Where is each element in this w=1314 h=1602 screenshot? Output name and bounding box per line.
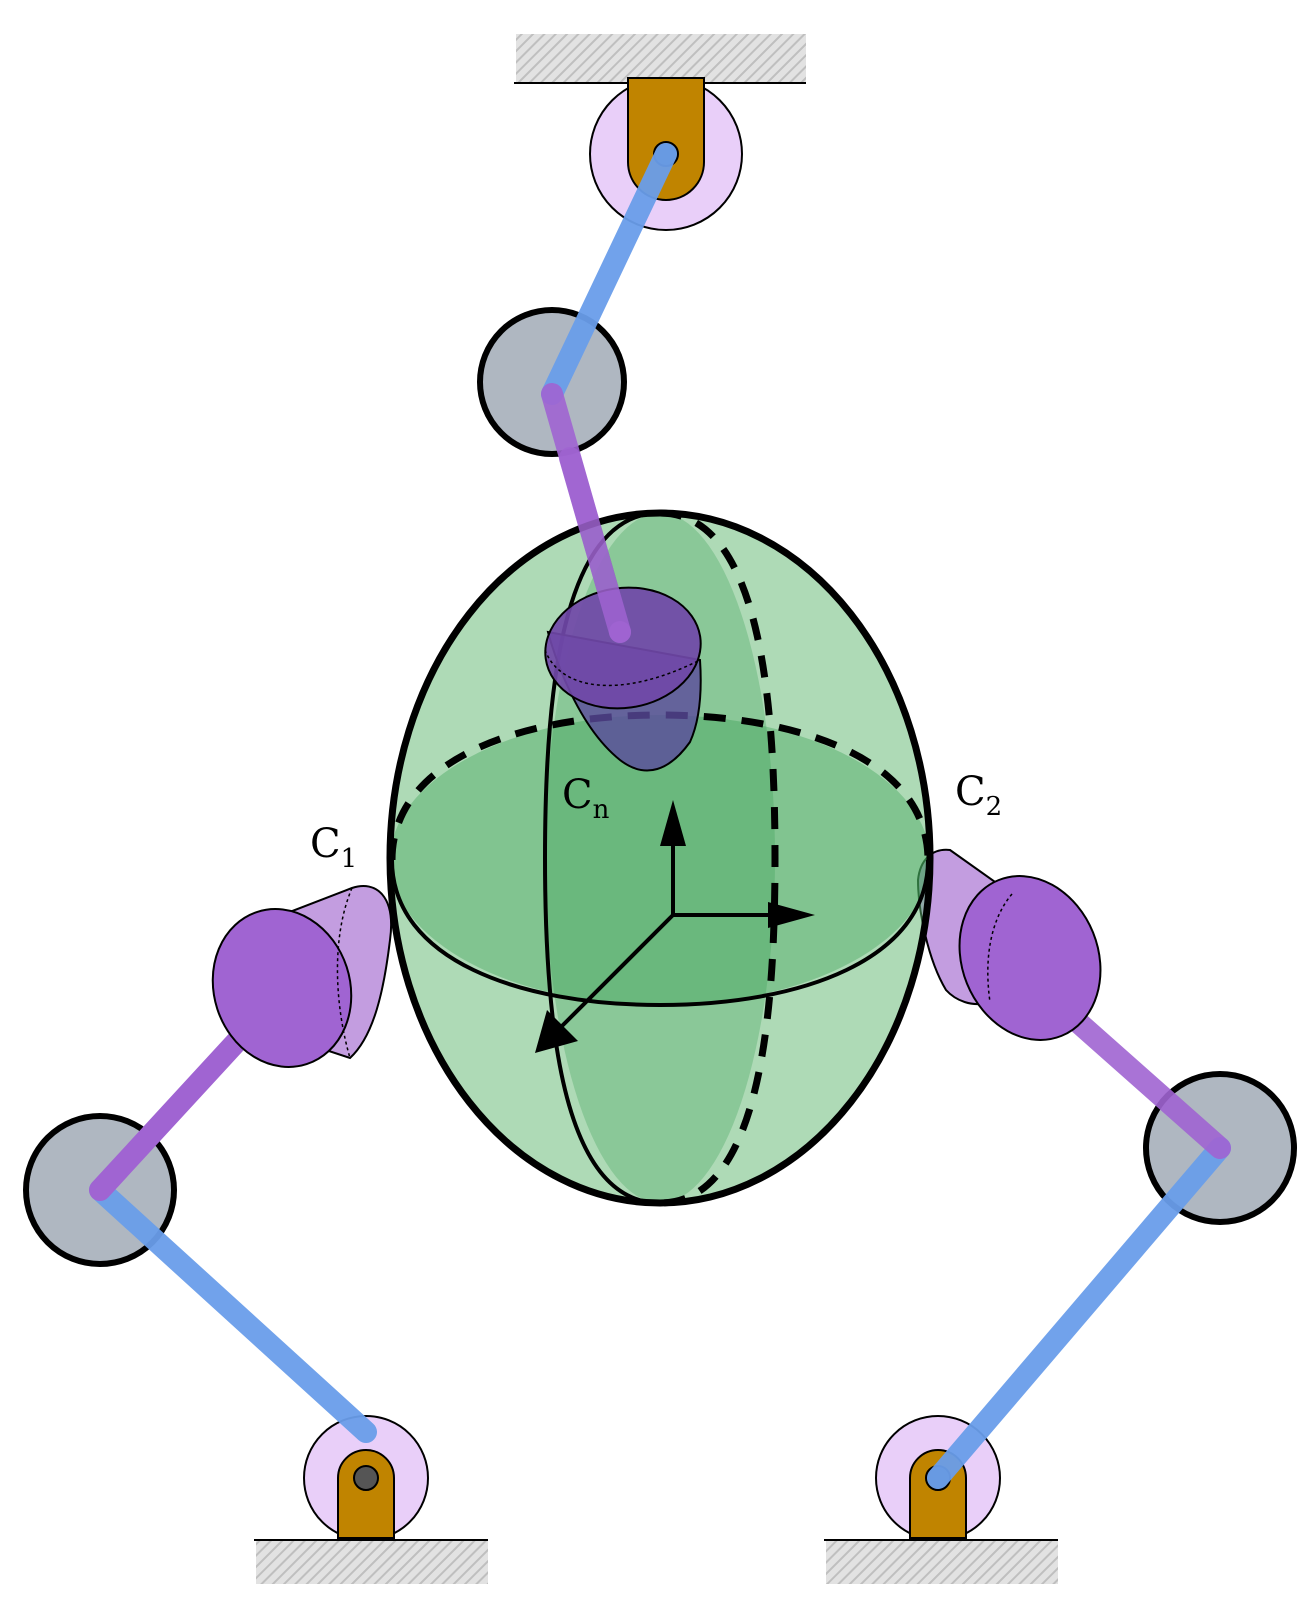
ground-top <box>514 34 806 84</box>
lower-link <box>1051 997 1231 1159</box>
label-c2: C2 <box>955 769 1002 822</box>
finger-right <box>927 997 1231 1489</box>
upper-link <box>927 1137 1231 1489</box>
hatched-ground-icon <box>516 34 806 82</box>
contact-cone-c1 <box>211 885 393 1068</box>
pivot-bracket-icon <box>627 77 705 201</box>
pivot-bracket-icon <box>337 1449 395 1539</box>
upper-link <box>541 143 677 405</box>
label-c1: C1 <box>310 821 357 874</box>
label-cn: Cn <box>562 772 610 825</box>
hatched-ground-icon <box>256 1540 488 1584</box>
meridian-front <box>542 511 661 1205</box>
equator-back <box>388 711 932 861</box>
equator-front <box>390 859 930 1008</box>
meridian-back <box>659 509 779 1207</box>
finger-left <box>89 1003 377 1443</box>
hatched-ground-icon <box>826 1540 1058 1584</box>
base-pivot-left <box>303 1415 429 1541</box>
contact-cone-cn <box>544 586 702 772</box>
ground-bottom-right <box>824 1539 1058 1584</box>
body-outline <box>386 509 934 1207</box>
lower-link-overlay <box>559 447 631 643</box>
ground-bottom-left <box>254 1539 488 1584</box>
coordinate-axes-icon <box>535 800 815 1053</box>
lower-link <box>89 1003 273 1201</box>
contact-point-cn <box>609 621 631 643</box>
upper-link <box>89 1179 377 1443</box>
